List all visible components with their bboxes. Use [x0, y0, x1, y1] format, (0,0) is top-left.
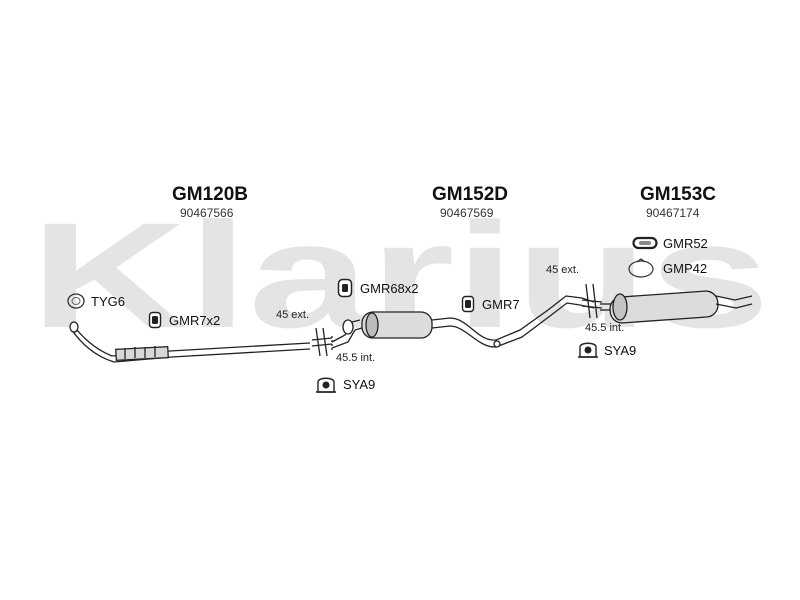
- dimension-ext-left: 45 ext.: [276, 309, 310, 321]
- clamp-icon: [578, 342, 598, 358]
- accessory-label-gmr52: GMR52: [663, 236, 708, 251]
- dimension-ext-right: 45 ext.: [546, 264, 580, 276]
- part-code-gm120b: GM120B: [172, 184, 249, 205]
- part-code-gm152d: GM152D: [432, 184, 509, 205]
- part-code-gm153c: GM153C: [640, 184, 717, 205]
- oe-number-gm120b: 90467566: [180, 206, 234, 220]
- joint-left: [311, 327, 333, 357]
- joint-right: [581, 283, 603, 319]
- oe-number-gm152d: 90467569: [440, 206, 494, 220]
- front-pipe: [69, 321, 311, 363]
- accessory-label-gmr7: GMR7: [482, 297, 520, 312]
- rubber-ring-icon: [632, 236, 658, 250]
- dimension-int-left: 45.5 int.: [336, 352, 376, 364]
- accessory-label-gmr68x2: GMR68x2: [360, 281, 419, 296]
- rubber-mount-icon: [337, 278, 353, 298]
- dimension-int-right: 45.5 int.: [585, 322, 625, 334]
- accessory-label-sya9-left: SYA9: [343, 377, 376, 392]
- oe-number-gm153c: 90467174: [646, 206, 700, 220]
- accessory-label-sya9-right: SYA9: [604, 343, 637, 358]
- rubber-mount-icon: [461, 295, 475, 313]
- rubber-mount-icon: [148, 311, 162, 329]
- accessory-label-tyg6: TYG6: [91, 294, 125, 309]
- clamp-icon: [316, 377, 336, 393]
- center-section: [331, 295, 595, 349]
- gasket-ring-icon: [67, 293, 85, 309]
- accessory-label-gmr7x2: GMR7x2: [169, 313, 221, 328]
- accessory-label-gmp42: GMP42: [663, 261, 708, 276]
- rear-section: [600, 290, 753, 324]
- gasket-ring-icon: [628, 258, 654, 278]
